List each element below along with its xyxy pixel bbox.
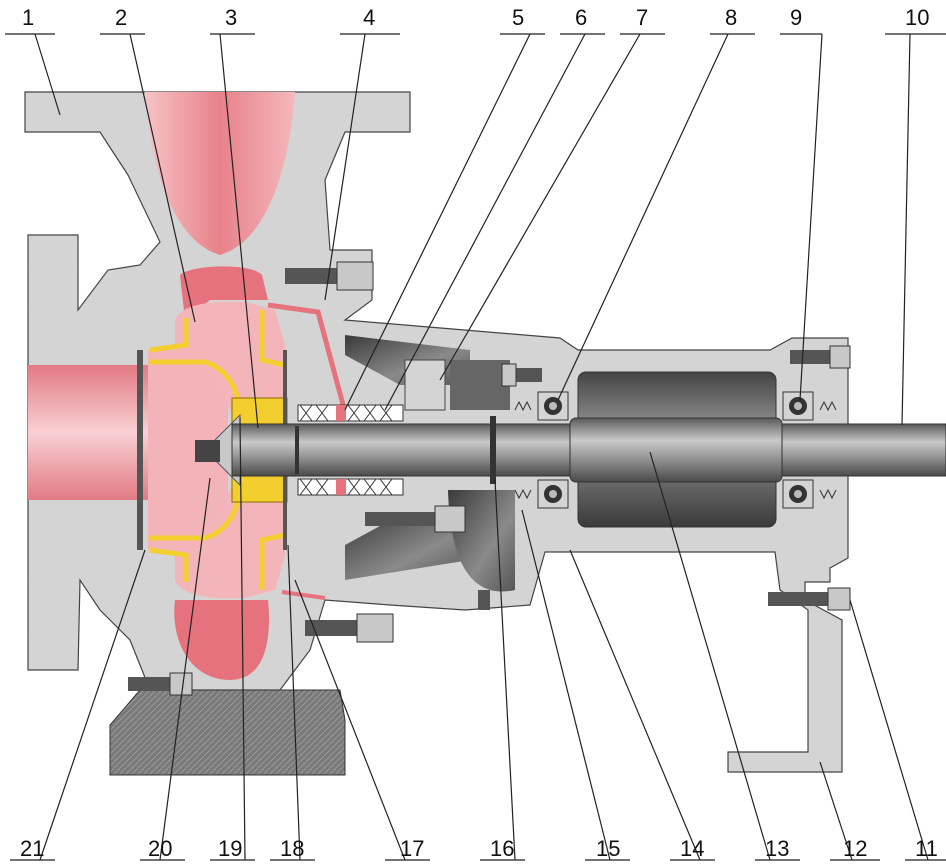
callout-5: 5: [512, 5, 524, 30]
callout-18: 18: [280, 836, 304, 861]
callout-12: 12: [843, 836, 867, 861]
packing-seal: [297, 404, 404, 496]
callout-2: 2: [115, 5, 127, 30]
callout-17: 17: [400, 836, 424, 861]
callout-16: 16: [490, 836, 514, 861]
callout-15: 15: [596, 836, 620, 861]
callout-8: 8: [725, 5, 737, 30]
callout-numbers-top: 1 2 3 4 5 6 7 8 9 10: [22, 5, 929, 30]
callout-numbers-bottom: 21 20 19 18 17 16 15 14 13 12 11: [20, 836, 938, 861]
suction-inlet: [28, 350, 228, 550]
bolt: [285, 261, 374, 291]
callout-7: 7: [636, 5, 648, 30]
callout-21: 21: [20, 836, 44, 861]
discharge-nozzle: [145, 92, 295, 255]
callout-11: 11: [915, 836, 938, 861]
callout-9: 9: [790, 5, 802, 30]
bolt: [501, 363, 542, 387]
callout-10: 10: [905, 5, 929, 30]
callout-6: 6: [575, 5, 587, 30]
balance-line: [267, 302, 348, 600]
bearings: [514, 391, 837, 509]
impeller: [149, 301, 288, 599]
callout-19: 19: [218, 836, 242, 861]
callout-3: 3: [225, 5, 237, 30]
callout-14: 14: [680, 836, 704, 861]
callout-20: 20: [148, 836, 172, 861]
volute: [174, 266, 270, 680]
bolt: [305, 613, 394, 643]
leader-lines: [5, 33, 946, 861]
callout-13: 13: [765, 836, 789, 861]
bolt: [790, 345, 851, 369]
bolt: [365, 505, 466, 533]
callout-1: 1: [22, 5, 34, 30]
base-foot: [109, 689, 346, 776]
shaft: [231, 416, 946, 484]
drain-plug: [478, 590, 490, 610]
callout-4: 4: [363, 5, 375, 30]
bolt: [768, 587, 851, 611]
